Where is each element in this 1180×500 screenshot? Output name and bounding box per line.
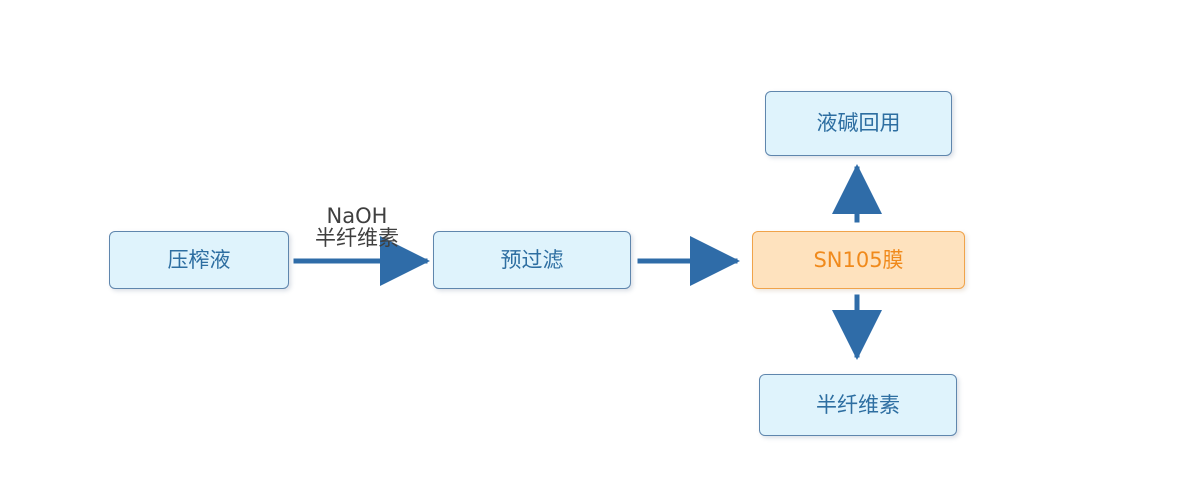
arrow-label-hemicellulose: 半纤维素 bbox=[315, 226, 399, 250]
node-hemicellulose-label: 半纤维素 bbox=[816, 392, 900, 417]
node-alkali-recovery-label: 液碱回用 bbox=[816, 111, 901, 135]
arrow-label: NaOH 半纤维素 bbox=[302, 205, 412, 249]
node-membrane-label: SN105膜 bbox=[813, 247, 904, 272]
node-membrane: SN105膜 bbox=[752, 231, 965, 289]
node-prefiltration-label: 预过滤 bbox=[500, 247, 564, 272]
node-press-liquor: 压榨液 bbox=[109, 231, 289, 289]
arrow-label-naoh: NaOH bbox=[326, 204, 388, 228]
node-alkali-recovery: 液碱回用 bbox=[765, 91, 952, 156]
node-press-liquor-label: 压榨液 bbox=[167, 247, 231, 272]
node-prefiltration: 预过滤 bbox=[433, 231, 631, 289]
node-hemicellulose: 半纤维素 bbox=[759, 374, 957, 436]
